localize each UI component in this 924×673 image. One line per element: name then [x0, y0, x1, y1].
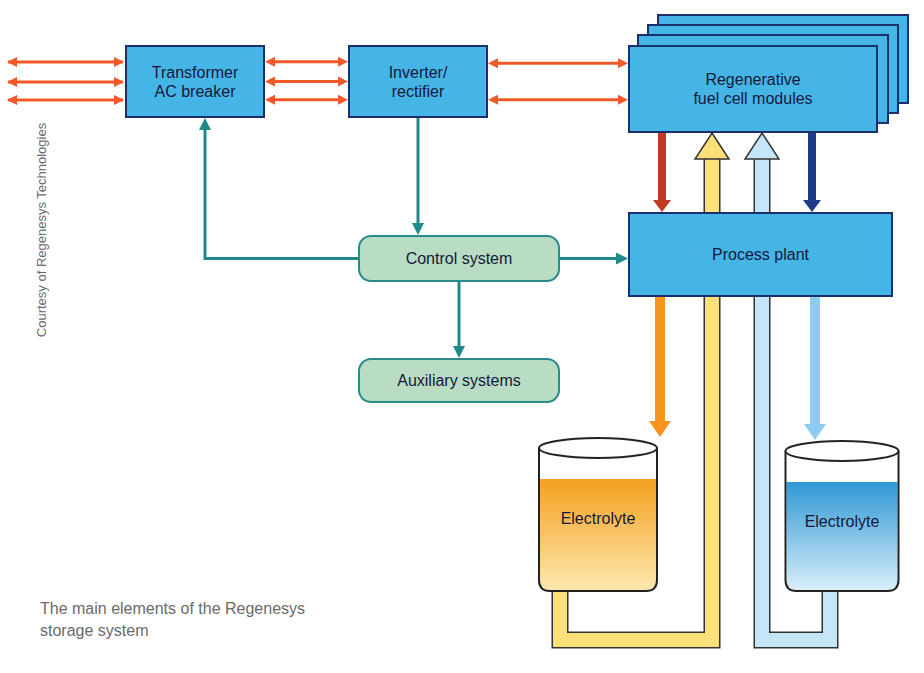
arrow-head	[199, 118, 211, 130]
arrow-head	[488, 58, 498, 68]
tank-wall	[786, 451, 899, 591]
node-label: Inverter/ rectifier	[363, 63, 473, 101]
arrow-head	[803, 200, 821, 212]
connector-line	[274, 60, 339, 63]
arrow-head	[412, 223, 424, 235]
arrow-head	[745, 133, 779, 159]
arrow-head	[618, 95, 628, 105]
arrow-head	[695, 133, 729, 159]
connector-line	[497, 62, 619, 65]
equipment-box: Transformer AC breaker	[125, 45, 265, 118]
grid-line	[8, 99, 123, 102]
connector-line	[658, 133, 666, 201]
arrow-head	[618, 58, 628, 68]
electrolyte-tank: Electrolyte	[535, 437, 661, 592]
flow-connector	[653, 133, 671, 212]
node-label: Process plant	[661, 245, 861, 264]
auxiliary-box: Auxiliary systems	[358, 358, 560, 403]
module-box: Regenerative fuel cell modules	[628, 45, 878, 133]
connector-line	[655, 297, 665, 422]
arrow-head	[649, 421, 671, 437]
flow-connector	[199, 118, 358, 259]
control-box: Control system	[358, 235, 560, 282]
flow-connector	[649, 297, 671, 437]
connector-line	[274, 80, 339, 83]
flow-connector	[488, 95, 628, 105]
electrolyte-tank: Electrolyte	[780, 440, 904, 592]
node-label: Control system	[369, 249, 549, 268]
equipment-box: Inverter/ rectifier	[348, 45, 488, 118]
arrow-head	[338, 57, 348, 67]
flow-connector	[804, 297, 826, 440]
arrow-head	[265, 95, 275, 105]
flow-connector	[453, 282, 465, 358]
tank-body	[786, 451, 899, 591]
arrow-head	[453, 346, 465, 358]
arrow-head	[804, 424, 826, 440]
grid-line	[8, 81, 123, 84]
flow-connector	[265, 95, 348, 105]
node-label: Regenerative fuel cell modules	[693, 70, 813, 108]
flow-connector	[488, 58, 628, 68]
arrow-head	[653, 200, 671, 212]
node-label: Transformer AC breaker	[140, 63, 250, 101]
arrow-head	[338, 95, 348, 105]
connector-line	[274, 98, 339, 101]
node-label: Auxiliary systems	[369, 371, 549, 390]
flow-connector	[265, 57, 348, 67]
arrow-head	[338, 77, 348, 87]
connector-line	[458, 282, 461, 347]
flow-connector	[265, 77, 348, 87]
arrow-head	[265, 77, 275, 87]
flow-connector	[560, 253, 628, 265]
connector-line	[497, 98, 619, 101]
connector-line	[205, 129, 358, 259]
figure-caption: The main elements of the Regenesys stora…	[40, 598, 340, 642]
arrow-head	[265, 57, 275, 67]
node-label: Electrolyte	[543, 509, 653, 528]
tank-top	[539, 438, 657, 458]
arrow-head	[488, 95, 498, 105]
arrow-head	[616, 253, 628, 265]
connector-line	[808, 133, 816, 201]
connector-line	[810, 297, 820, 425]
process-box: Process plant	[628, 212, 893, 297]
flow-connector	[803, 133, 821, 212]
electrolyte-liquid	[787, 482, 898, 590]
flow-connector	[412, 118, 424, 235]
tank-wall	[539, 448, 657, 591]
tank-body	[539, 448, 657, 591]
connector-line	[560, 257, 617, 260]
node-label: Electrolyte	[788, 512, 896, 531]
tank-top	[786, 441, 899, 461]
electrolyte-liquid	[540, 479, 656, 590]
connector-line	[417, 118, 420, 224]
grid-line	[8, 61, 123, 64]
credit-note: Courtesy of Regenesys Technologies	[34, 90, 50, 370]
